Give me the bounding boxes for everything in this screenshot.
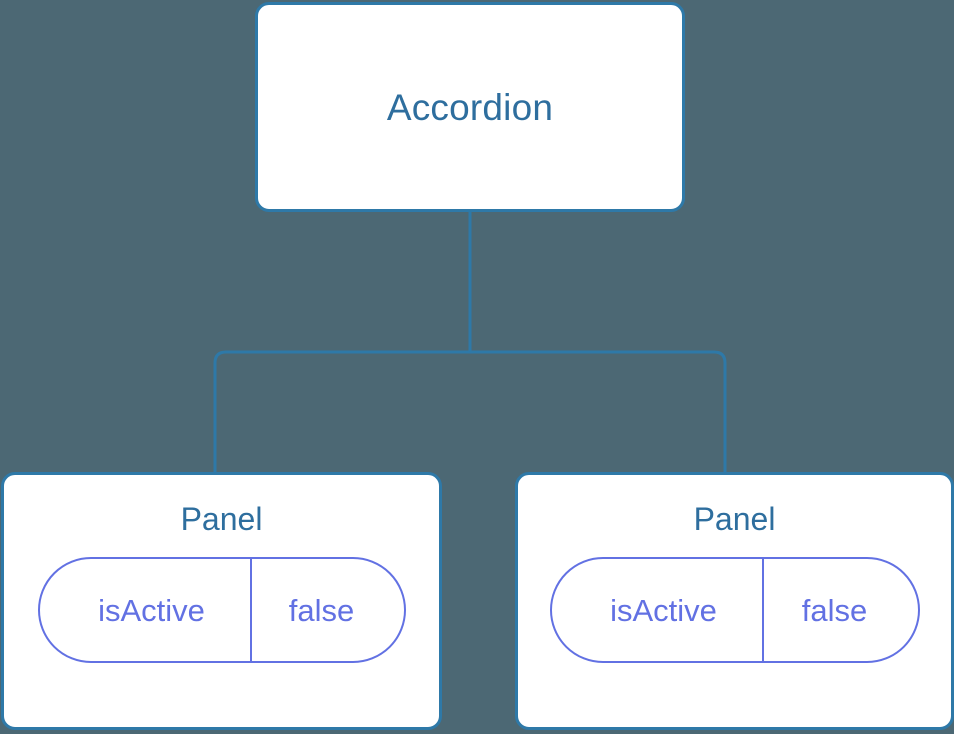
node-accordion-label: Accordion xyxy=(386,86,554,128)
node-panel-1[interactable]: Panel isActive false xyxy=(1,472,442,730)
node-panel-2-label: Panel xyxy=(693,501,776,537)
panel-1-prop-isactive[interactable]: isActive false xyxy=(37,557,406,663)
connector-root-to-panel-1 xyxy=(213,350,470,472)
node-panel-2[interactable]: Panel isActive false xyxy=(515,472,954,730)
panel-2-prop-value: false xyxy=(801,592,868,628)
node-panel-1-label: Panel xyxy=(180,501,263,537)
node-accordion[interactable]: Accordion xyxy=(255,2,685,212)
panel-1-prop-value: false xyxy=(288,592,355,628)
connector-root-to-panel-2 xyxy=(470,350,727,472)
panel-2-prop-key: isActive xyxy=(552,559,764,661)
panel-2-prop-isactive[interactable]: isActive false xyxy=(549,557,920,663)
panel-1-prop-key: isActive xyxy=(40,559,252,661)
